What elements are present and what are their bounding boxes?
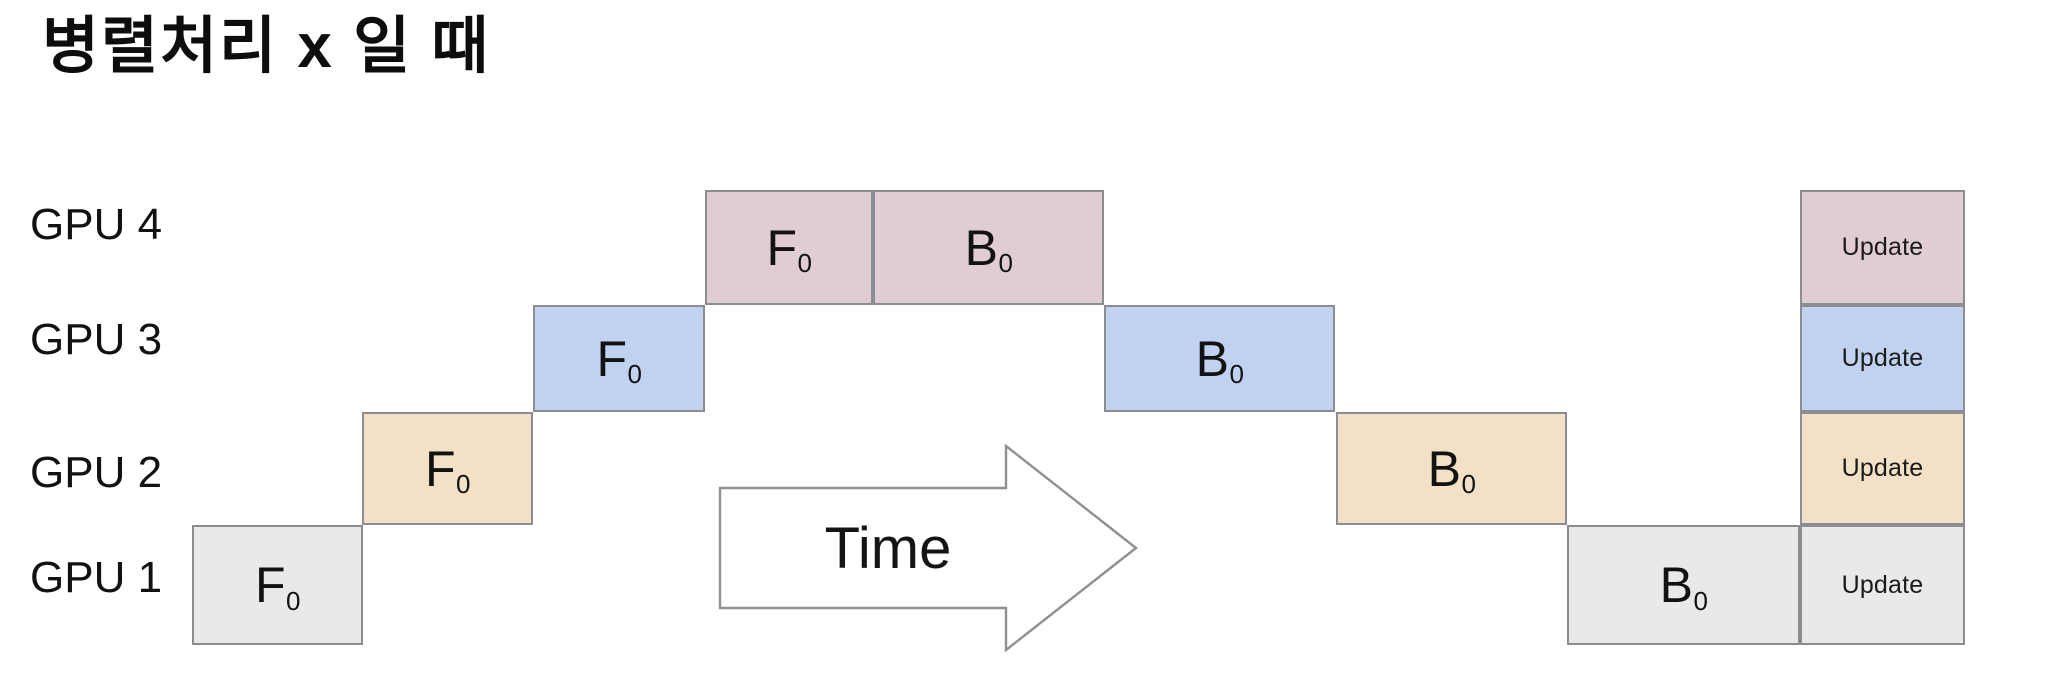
- row-label-gpu-1: GPU 1: [30, 553, 163, 602]
- gpu3-forward-0[interactable]: F0: [533, 305, 705, 412]
- gpu4-backward-0-index: 0: [998, 248, 1013, 279]
- gpu3-forward-0-index: 0: [627, 359, 643, 390]
- gpu1-forward-0-label: F0: [254, 557, 301, 614]
- gpu1-backward-0-kind: B: [1659, 557, 1693, 613]
- update-gpu-4[interactable]: Update: [1800, 190, 1965, 305]
- gpu4-backward-0-kind: B: [964, 219, 998, 276]
- gpu3-backward-0-kind: B: [1195, 330, 1229, 387]
- gpu4-forward-0-label: F0: [766, 219, 812, 277]
- gpu3-backward-0-label: B0: [1195, 330, 1244, 388]
- update-gpu-3[interactable]: Update: [1800, 305, 1965, 412]
- gpu4-backward-0[interactable]: B0: [873, 190, 1104, 305]
- gpu3-forward-0-kind: F: [596, 330, 628, 387]
- gpu1-forward-0-kind: F: [254, 557, 286, 613]
- gpu2-forward-0[interactable]: F0: [362, 412, 533, 525]
- row-label-gpu-3: GPU 3: [30, 315, 163, 364]
- gpu3-forward-0-label: F0: [596, 330, 642, 388]
- gpu2-forward-0-index: 0: [456, 469, 471, 500]
- row-label-gpu-4: GPU 4: [30, 200, 163, 249]
- gpu4-forward-0-kind: F: [766, 219, 798, 276]
- gpu2-backward-0-kind: B: [1427, 440, 1461, 497]
- time-arrow-icon: [718, 442, 1138, 654]
- gpu4-forward-0-index: 0: [797, 248, 813, 279]
- row-label-gpu-2: GPU 2: [30, 448, 163, 497]
- gpu1-forward-0-index: 0: [286, 585, 301, 616]
- update-gpu-2[interactable]: Update: [1800, 412, 1965, 525]
- gpu4-forward-0[interactable]: F0: [705, 190, 873, 305]
- gpu1-forward-0[interactable]: F0: [192, 525, 363, 645]
- page-title: 병렬처리 x 일 때: [42, 12, 491, 81]
- gpu4-backward-0-label: B0: [964, 219, 1013, 277]
- gpu1-backward-0[interactable]: B0: [1567, 525, 1800, 645]
- gpu3-backward-0[interactable]: B0: [1104, 305, 1335, 412]
- gpu2-backward-0[interactable]: B0: [1336, 412, 1567, 525]
- gpu1-backward-0-index: 0: [1693, 585, 1708, 616]
- gpu1-backward-0-label: B0: [1659, 557, 1708, 614]
- update-gpu-1[interactable]: Update: [1800, 525, 1965, 645]
- gpu2-forward-0-kind: F: [424, 440, 456, 497]
- gpu2-backward-0-index: 0: [1461, 469, 1476, 500]
- gpu2-forward-0-label: F0: [424, 440, 471, 498]
- gpu2-backward-0-label: B0: [1427, 440, 1476, 498]
- gpu3-backward-0-index: 0: [1229, 359, 1244, 390]
